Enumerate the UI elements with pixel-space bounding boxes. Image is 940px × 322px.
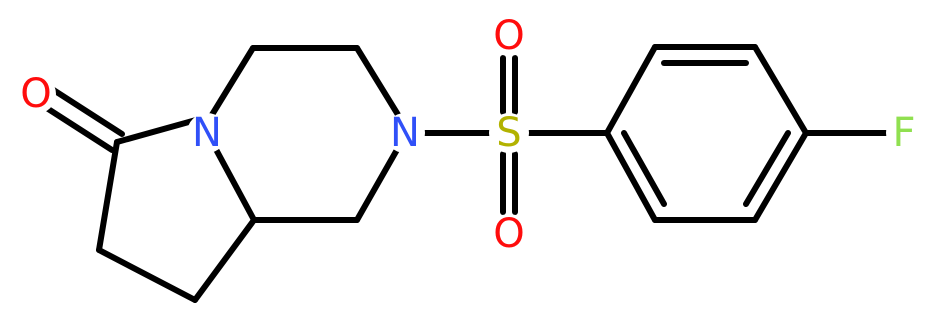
atom-s-sulfonyl: S bbox=[489, 110, 529, 156]
bond-ring-c4-c5 bbox=[752, 130, 809, 223]
bond-c7-c8a bbox=[192, 217, 257, 303]
atom-label-o-sulfonyl-bottom: O bbox=[493, 211, 524, 257]
atom-label-o-sulfonyl-top: O bbox=[493, 13, 524, 59]
bond-n1-c9 bbox=[354, 145, 401, 223]
bond-c5-n bbox=[114, 117, 199, 145]
atom-o-sulfonyl-bottom: O bbox=[489, 211, 529, 257]
bond-ring-inner-right bbox=[743, 130, 791, 207]
atom-f-para: F bbox=[886, 110, 922, 156]
atom-labels: O N N S O O F bbox=[16, 13, 922, 257]
atom-label-n-ring-a: N bbox=[192, 110, 222, 156]
atom-label-n-ring-b: N bbox=[390, 110, 420, 156]
atom-o-sulfonyl-top: O bbox=[489, 13, 529, 59]
atom-label-f-para: F bbox=[892, 110, 915, 156]
atom-o-carbonyl: O bbox=[16, 71, 56, 117]
bond-n4-c3 bbox=[207, 45, 256, 121]
bond-c6-c7 bbox=[96, 247, 198, 303]
atom-label-o-carbonyl: O bbox=[20, 71, 51, 117]
atom-n-ring-b: N bbox=[385, 110, 425, 156]
bond-c5-c6 bbox=[96, 139, 120, 253]
bond-ring-c1-c2 bbox=[604, 44, 658, 136]
bond-lines bbox=[25, 44, 889, 303]
bond-ring-inner-left bbox=[621, 130, 667, 207]
bond-c8a-n4 bbox=[209, 139, 257, 223]
atom-label-s-sulfonyl: S bbox=[496, 110, 521, 156]
bond-ring-c6-c1 bbox=[604, 130, 658, 223]
atom-n-ring-a: N bbox=[187, 110, 227, 156]
bond-c2-n1 bbox=[354, 45, 403, 121]
bond-ring-c3-c4 bbox=[752, 44, 809, 136]
